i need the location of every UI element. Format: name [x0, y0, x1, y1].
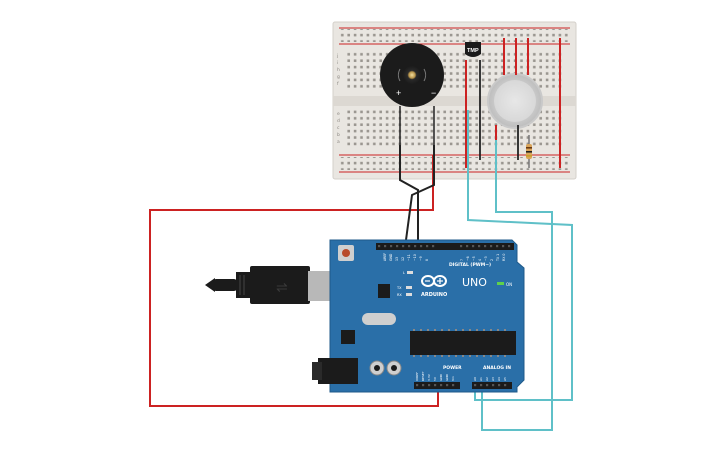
gas-sensor[interactable]	[487, 73, 543, 129]
top-power-rail[interactable]	[340, 29, 569, 42]
pin-label-3: ~3	[484, 256, 488, 261]
pin-label-a2: A2	[485, 377, 489, 381]
center-channel	[333, 96, 576, 106]
pin-label-9: ~9	[419, 256, 423, 261]
voltage-regulator	[341, 330, 355, 344]
pin-label-11: ~11	[407, 254, 411, 261]
pin-label-7: 7	[460, 259, 464, 261]
analog-label: ANALOG IN	[483, 365, 511, 371]
pin-label-6: ~6	[466, 256, 470, 261]
row-letter-e: e	[337, 112, 340, 117]
pin-label-a3: A3	[491, 377, 495, 381]
pin-label-aref: AREF	[383, 253, 387, 261]
pin-label-2: 2	[490, 259, 494, 261]
row-letter-h: h	[337, 67, 340, 73]
arduino-uno[interactable]: AREF GND 13 12 ~11 ~10 ~9 8 7 ~6 ~5 4 ~3…	[312, 239, 525, 393]
bottom-power-rail[interactable]	[340, 157, 569, 170]
row-letter-a: a	[337, 140, 340, 145]
microcontroller-chip	[410, 331, 516, 355]
buzzer-center-icon	[403, 66, 421, 84]
pin-label-a5: A5	[503, 377, 507, 381]
row-letter-b: b	[337, 132, 340, 138]
buzzer-plus-label: +	[396, 88, 401, 98]
wire-buzzer-minus[interactable]	[405, 145, 435, 241]
led-tx	[406, 286, 412, 289]
pin-label-12: 12	[401, 257, 405, 261]
usb-icon: ⇌	[276, 279, 288, 295]
buzzer-minus-label: −	[431, 88, 436, 98]
pin-label-gnd-1: GND	[439, 373, 443, 381]
led-tx-label: TX	[396, 286, 402, 290]
row-letter-j: j	[336, 53, 338, 59]
pin-label-a4: A4	[497, 377, 501, 381]
on-label: ON	[506, 282, 512, 287]
model-label: UNO	[462, 276, 487, 289]
pin-label-13: 13	[395, 257, 399, 261]
wire-buzzer-plus[interactable]	[399, 145, 419, 240]
power-led	[497, 282, 504, 285]
pin-label-10: ~10	[413, 254, 417, 261]
row-letter-i: i	[337, 60, 338, 66]
led-l	[407, 271, 413, 274]
piezo-buzzer[interactable]: + −	[380, 43, 444, 145]
usb-chip	[378, 284, 390, 298]
wire-5v-red[interactable]	[149, 155, 439, 407]
led-l-label: L	[403, 271, 405, 275]
crystal	[362, 313, 396, 325]
pin-label-vin: Vin	[451, 376, 455, 381]
power-label: POWER	[443, 365, 462, 371]
breadboard-black-jumpers[interactable]	[479, 60, 519, 160]
pin-label-a0: A0	[473, 377, 477, 381]
row-letter-d: d	[337, 118, 340, 124]
usb-cable[interactable]: ⇌	[205, 266, 336, 304]
pin-label-3v3: 3.3V	[427, 373, 431, 381]
pin-label-a1: A1	[479, 377, 483, 381]
row-letter-g: g	[337, 75, 340, 80]
power-header[interactable]	[414, 382, 460, 389]
pin-label-ioref: IOREF	[415, 372, 419, 381]
temp-sensor-label: TMP	[467, 48, 479, 54]
row-letter-f: f	[337, 81, 339, 87]
row-letter-c: c	[337, 126, 340, 131]
digital-label: DIGITAL (PWM~)	[449, 262, 491, 268]
pin-label-gnd: GND	[389, 253, 393, 261]
pin-label-gnd-2: GND	[445, 373, 449, 381]
led-rx-label: RX	[397, 293, 402, 297]
arduino-logo-icon	[421, 275, 447, 287]
pin-label-8: 8	[425, 259, 429, 261]
resistor[interactable]	[526, 135, 532, 168]
power-jack[interactable]	[318, 358, 358, 384]
pin-label-4: 4	[478, 259, 482, 261]
pin-label-reset: RESET	[421, 371, 425, 381]
digital-header[interactable]	[376, 243, 514, 250]
pin-label-5v: 5V	[433, 376, 437, 381]
wire-temp-analog[interactable]	[467, 110, 573, 401]
led-rx	[406, 293, 412, 296]
pin-label-1: TX 1	[496, 254, 500, 262]
brand-label: ARDUINO	[421, 292, 447, 298]
wire-gas-analog[interactable]	[481, 140, 553, 431]
pin-label-0: RX 0	[502, 254, 506, 261]
temperature-sensor[interactable]: TMP	[465, 42, 481, 57]
pin-label-5: ~5	[472, 256, 476, 261]
